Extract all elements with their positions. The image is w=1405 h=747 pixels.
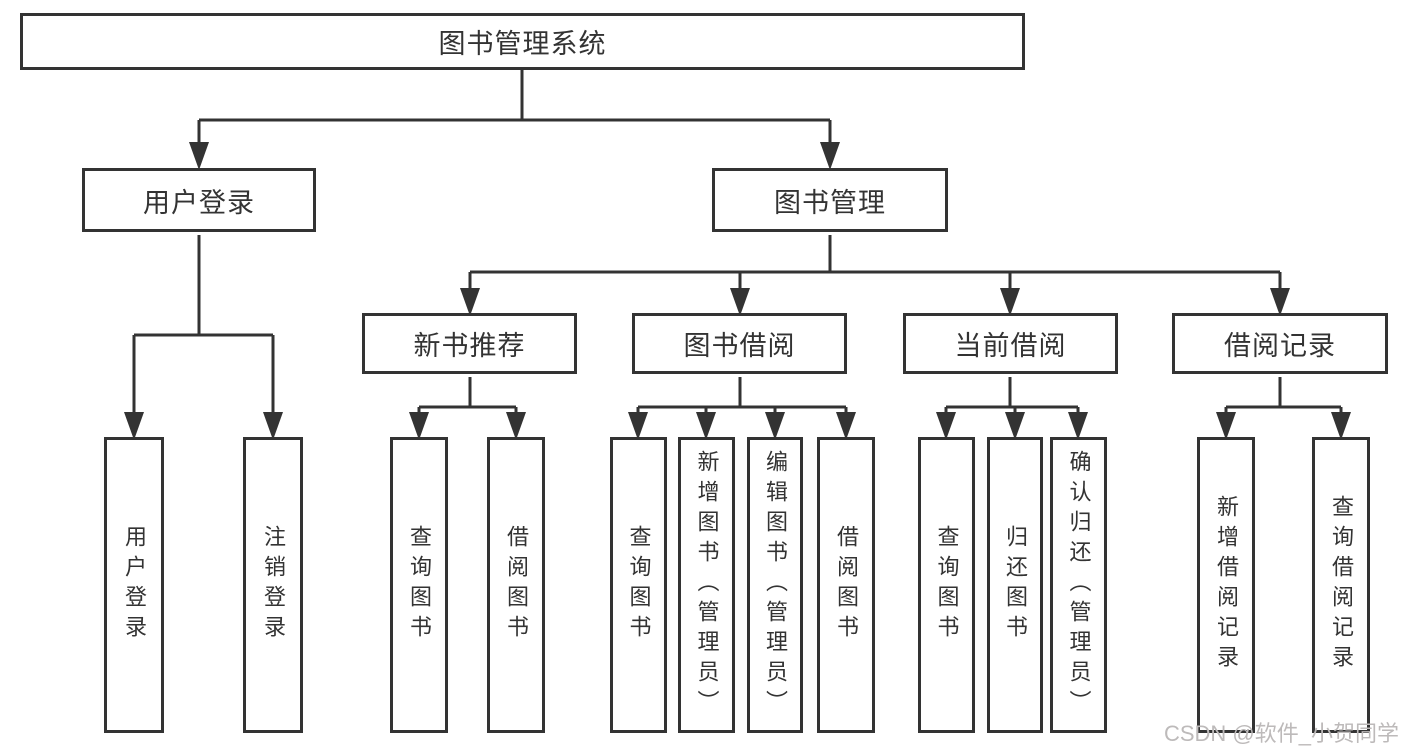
leaf-add-borrow-record: 新增借阅记录 — [1197, 437, 1255, 733]
arrowhead — [1216, 412, 1236, 440]
node-root-book-management-system: 图书管理系统 — [20, 13, 1025, 70]
leaf-borrow-books-recommend: 借阅图书 — [487, 437, 545, 733]
arrowhead — [730, 288, 750, 316]
node-label: 编辑图书（管理员） — [763, 450, 788, 720]
node-label: 图书借阅 — [683, 331, 796, 361]
node-label: 图书管理系统 — [438, 29, 607, 59]
arrowhead — [409, 412, 429, 440]
node-user-login: 用户登录 — [82, 168, 316, 232]
connector-newbooks-to-leaves — [417, 377, 518, 416]
leaf-borrow-books: 借阅图书 — [817, 437, 875, 733]
arrowhead — [460, 288, 480, 316]
leaf-user-login: 用户登录 — [104, 437, 164, 733]
node-label: 查询图书 — [626, 525, 652, 645]
node-book-management: 图书管理 — [712, 168, 948, 232]
arrowhead — [1270, 288, 1290, 316]
node-label: 归还图书 — [1003, 525, 1028, 645]
arrowhead — [696, 412, 716, 440]
node-new-book-recommendation: 新书推荐 — [362, 313, 577, 374]
arrowhead — [936, 412, 956, 440]
node-label: 借阅图书 — [504, 525, 529, 645]
leaf-query-books-recommend: 查询图书 — [390, 437, 448, 733]
arrowhead — [506, 412, 526, 440]
leaf-logout: 注销登录 — [243, 437, 303, 733]
node-label: 新增图书（管理员） — [694, 450, 720, 720]
leaf-query-books-current: 查询图书 — [918, 437, 975, 733]
leaf-return-books: 归还图书 — [987, 437, 1043, 733]
leaf-add-books-admin: 新增图书（管理员） — [678, 437, 735, 733]
arrowhead — [189, 142, 209, 170]
leaf-confirm-return-admin: 确认归还（管理员） — [1050, 437, 1107, 733]
node-label: 新书推荐 — [413, 331, 526, 361]
node-label: 确认归还（管理员） — [1066, 450, 1092, 720]
arrowhead — [836, 412, 856, 440]
arrowhead — [124, 412, 144, 440]
arrowhead — [1331, 412, 1351, 440]
node-label: 用户登录 — [143, 187, 255, 218]
arrowhead — [765, 412, 785, 440]
node-borrowing-records: 借阅记录 — [1172, 313, 1388, 374]
leaf-edit-books-admin: 编辑图书（管理员） — [747, 437, 803, 733]
arrowhead — [263, 412, 283, 440]
arrowhead — [1068, 412, 1088, 440]
arrowhead — [628, 412, 648, 440]
connector-borrow-to-leaves — [636, 377, 848, 416]
node-current-borrowing: 当前借阅 — [903, 313, 1118, 374]
connector-current-to-leaves — [944, 377, 1080, 416]
leaf-query-books-borrowing: 查询图书 — [610, 437, 667, 733]
node-label: 新增借阅记录 — [1214, 495, 1239, 675]
connector-bookmgmt-to-level3 — [468, 235, 1282, 292]
node-label: 注销登录 — [261, 525, 286, 645]
node-label: 查询借阅记录 — [1329, 495, 1354, 675]
connector-userlogin-to-leaves — [132, 235, 275, 416]
node-label: 查询图书 — [934, 525, 960, 645]
node-label: 借阅图书 — [834, 525, 859, 645]
node-book-borrowing: 图书借阅 — [632, 313, 847, 374]
node-label: 借阅记录 — [1224, 331, 1336, 361]
leaf-query-borrow-record: 查询借阅记录 — [1312, 437, 1370, 733]
node-label: 图书管理 — [774, 187, 886, 218]
node-label: 查询图书 — [407, 525, 432, 645]
arrowhead — [1000, 288, 1020, 316]
arrowhead — [820, 142, 840, 170]
csdn-watermark: CSDN @软件_小贺同学 — [1163, 721, 1399, 746]
node-label: 用户登录 — [122, 525, 147, 645]
arrowhead — [1005, 412, 1025, 440]
node-label: 当前借阅 — [954, 331, 1067, 361]
connector-root-to-level2 — [197, 70, 832, 146]
connector-records-to-leaves — [1224, 377, 1343, 416]
